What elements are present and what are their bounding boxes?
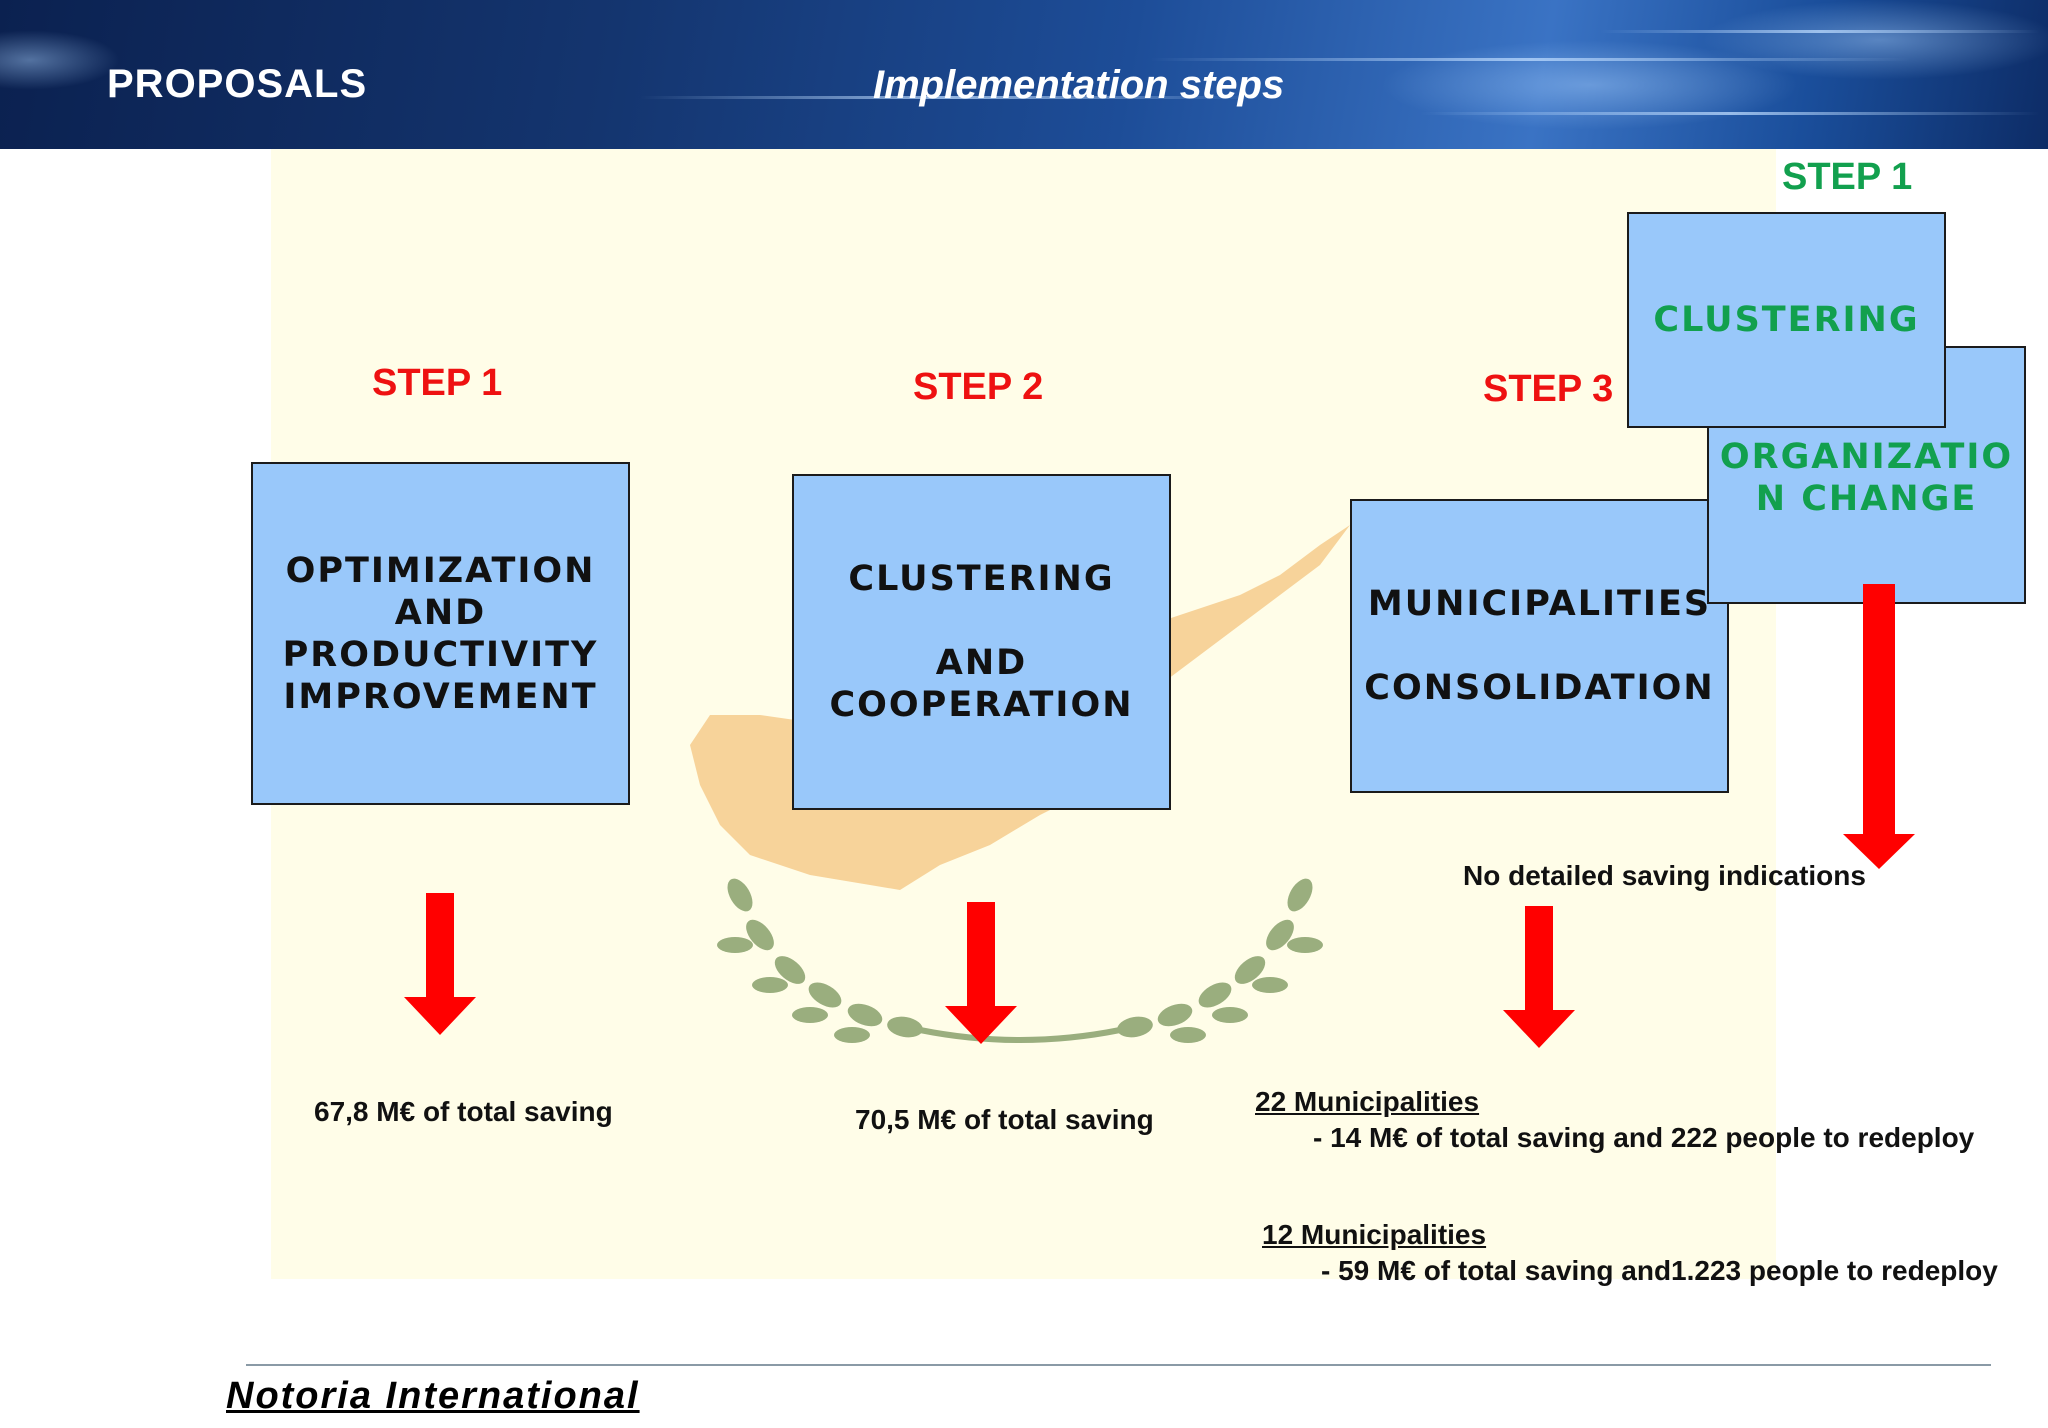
clustering-cooperation-box: CLUSTERING AND COOPERATION: [792, 474, 1171, 810]
step-3-result-a-detail: - 14 M€ of total saving and 222 people t…: [1313, 1122, 1975, 1153]
organization-change-box-text: ORGANIZATIO N CHANGE: [1719, 437, 2014, 519]
header-title: PROPOSALS: [107, 62, 368, 106]
arrow-down-icon-alt-path: [1843, 584, 1915, 869]
header-subtitle: Implementation steps: [873, 63, 1285, 107]
step-2-label: STEP 2: [913, 366, 1044, 408]
footer-divider: [246, 1364, 1991, 1366]
consolidation-box: MUNICIPALITIES CONSOLIDATION: [1350, 499, 1729, 793]
header-banner: PROPOSALS Implementation steps: [0, 0, 2048, 149]
alt-clustering-box: CLUSTERING: [1627, 212, 1946, 428]
arrow-down-icon-step-3: [1503, 906, 1575, 1048]
alt-clustering-box-text: CLUSTERING: [1653, 300, 1920, 340]
step-3-label: STEP 3: [1483, 368, 1614, 410]
optimization-box-text: OPTIMIZATION AND PRODUCTIVITY IMPROVEMEN…: [282, 550, 599, 717]
arrow-down-icon-step-2: [945, 902, 1017, 1044]
step-3-result-a-title: 22 Municipalities: [1255, 1086, 1480, 1117]
clustering-cooperation-box-text: CLUSTERING AND COOPERATION: [829, 559, 1134, 725]
step-3-result-b-detail: - 59 M€ of total saving and1.223 people …: [1321, 1255, 1998, 1286]
arrow-down-icon-step-1: [404, 893, 476, 1035]
step-3-result-b-title: 12 Municipalities: [1262, 1219, 1487, 1250]
step-1-label: STEP 1: [372, 362, 503, 404]
alt-path-note: No detailed saving indications: [1463, 860, 1866, 891]
consolidation-box-text: MUNICIPALITIES CONSOLIDATION: [1364, 584, 1715, 708]
footer-brand: Notoria International: [226, 1375, 640, 1417]
step-1-result: 67,8 M€ of total saving: [314, 1096, 613, 1127]
step-2-result: 70,5 M€ of total saving: [855, 1104, 1154, 1135]
alt-step-1-label: STEP 1: [1782, 156, 1913, 198]
optimization-box: OPTIMIZATION AND PRODUCTIVITY IMPROVEMEN…: [251, 462, 630, 805]
